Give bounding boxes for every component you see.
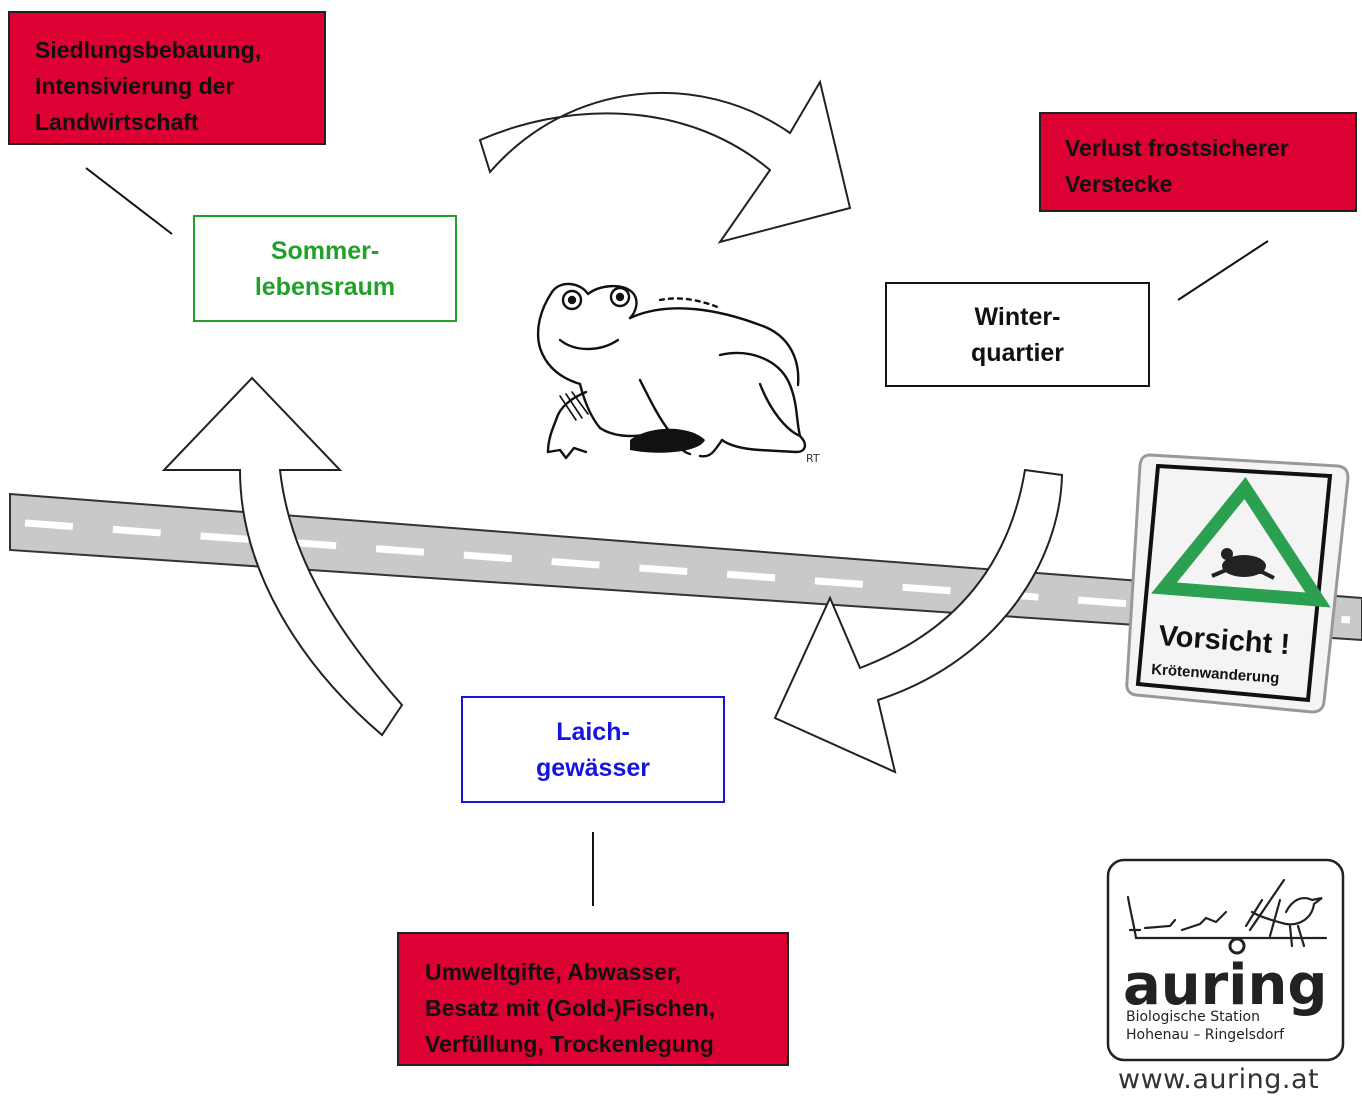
warning-triangle [1151,476,1331,608]
winter-habitat-line1: Winter- [974,302,1061,331]
spawning-habitat-line2: gewässer [536,753,650,782]
spawning-threat-line: Besatz mit (Gold-)Fischen, [425,995,716,1021]
sign-toad-icon [1211,548,1275,580]
spawning-habitat-line1: Laich- [556,717,630,746]
spawning-threat-line: Umweltgifte, Abwasser, [425,959,682,985]
road [9,492,1362,642]
winter-threat-box: Verlust frostsicherer Verstecke [1039,112,1357,212]
winter-habitat-box: Winter- quartier [885,282,1150,387]
logo-line1: Biologische Station [1126,1009,1260,1025]
spawning-threat-line: Verfüllung, Trockenlegung [425,1031,714,1057]
spawning-habitat-box: Laich- gewässer [461,696,725,803]
auring-logo: auring Biologische Station Hohenau – Rin… [1106,858,1345,1062]
logo-wordmark: auring [1123,953,1327,1018]
toad-signature: RT [806,452,820,465]
winter-habitat-line2: quartier [970,338,1065,367]
logo-line2: Hohenau – Ringelsdorf [1126,1027,1285,1043]
toad-warning-sign: Vorsicht ! Krötenwanderung [1125,453,1350,714]
toad-shadow [630,428,705,453]
winter-threat-line: Verstecke [1065,171,1173,197]
connector-summer-threat [85,167,173,235]
arrow-winter-to-spawning [773,468,1064,774]
summer-threat-line: Intensivierung der [35,73,235,99]
winter-threat-line: Verlust frostsicherer [1065,135,1289,161]
road-center-dashes [24,519,1351,624]
summer-habitat-line1: Sommer- [270,236,380,265]
website-url[interactable]: www.auring.at [1118,1064,1320,1095]
summer-habitat-box: Sommer- lebensraum [193,215,457,322]
summer-threat-line: Landwirtschaft [35,109,199,135]
spawning-threat-box: Umweltgifte, Abwasser, Besatz mit (Gold-… [397,932,789,1066]
summer-habitat-line2: lebensraum [254,272,396,301]
connector-winter-threat [1177,240,1269,301]
summer-threat-line: Siedlungsbebauung, [35,37,262,63]
arrow-spawning-to-summer [161,376,404,737]
summer-threat-box: Siedlungsbebauung, Intensivierung der La… [8,11,326,145]
arrow-summer-to-winter [478,79,852,244]
